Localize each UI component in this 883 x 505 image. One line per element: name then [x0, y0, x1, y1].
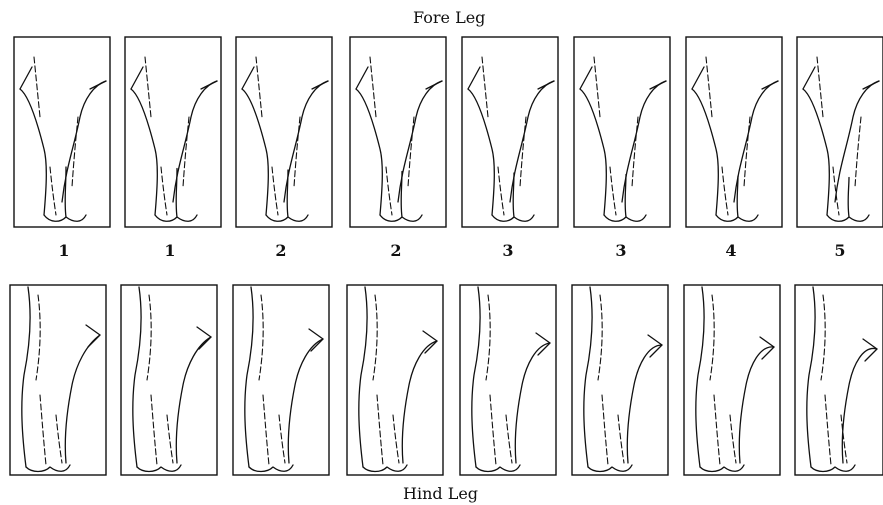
fore-leg-drawing — [797, 37, 883, 227]
fore-leg-score-7: 4 — [721, 241, 741, 260]
hind-leg-drawing — [460, 285, 556, 475]
fore-leg-drawing — [236, 37, 332, 227]
fore-leg-score-3: 2 — [271, 241, 291, 260]
fore-leg-drawing — [125, 37, 221, 227]
fore-leg-score-6: 3 — [611, 241, 631, 260]
fore-leg-score-4: 2 — [386, 241, 406, 260]
hind-leg-drawing — [233, 285, 329, 475]
hind-leg-row — [10, 285, 883, 475]
fore-leg-drawing — [574, 37, 670, 227]
hind-leg-title: Hind Leg — [403, 484, 478, 503]
hind-leg-drawing — [684, 285, 780, 475]
fore-leg-row — [14, 37, 883, 227]
fore-leg-score-5: 3 — [498, 241, 518, 260]
fore-leg-score-2: 1 — [160, 241, 180, 260]
fore-leg-score-1: 1 — [54, 241, 74, 260]
hind-leg-drawing — [10, 285, 106, 475]
fore-leg-drawing — [686, 37, 782, 227]
hind-leg-drawing — [347, 285, 443, 475]
hind-leg-drawing — [572, 285, 668, 475]
fore-leg-drawing — [14, 37, 110, 227]
fore-leg-score-8: 5 — [830, 241, 850, 260]
fore-leg-drawing — [350, 37, 446, 227]
hind-leg-drawing — [121, 285, 217, 475]
fore-leg-drawing — [462, 37, 558, 227]
hind-leg-drawing — [795, 285, 883, 475]
